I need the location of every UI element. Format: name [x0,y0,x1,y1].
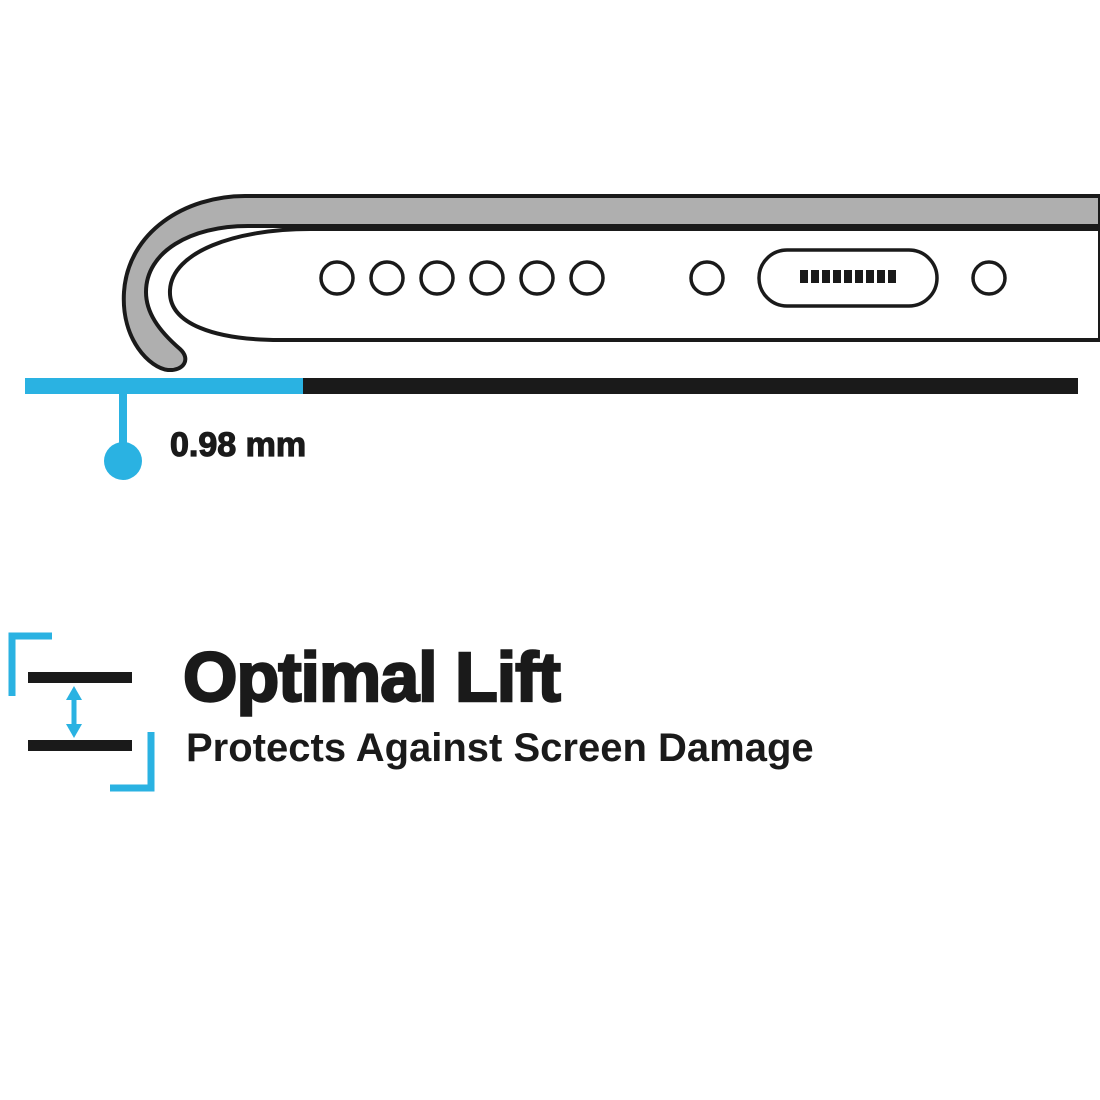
measurement-bar-case [25,378,303,394]
port-pins [800,270,896,283]
bracket-bottom-right-icon [110,732,155,792]
measurement-pointer-dot [104,442,142,480]
phone-case-illustration [25,194,1100,480]
speaker-hole [319,260,355,296]
screw-hole-right [971,260,1007,296]
case-lip [121,194,1100,373]
speaker-hole [419,260,455,296]
screw-hole-left [689,260,725,296]
charging-port-icon [757,248,939,308]
lift-bar-bottom [28,740,132,751]
double-arrow-vertical-icon [66,686,82,738]
speaker-hole [369,260,405,296]
feature-title: Optimal Lift [182,638,562,716]
phone-body [167,227,1100,342]
speaker-hole [519,260,555,296]
speaker-hole [569,260,605,296]
measurement-pointer-line [119,394,127,446]
measurement-label: 0.98 mm [169,425,307,464]
bracket-top-left-icon [8,632,52,696]
lift-bar-top [28,672,132,683]
feature-subtitle: Protects Against Screen Damage [186,726,814,770]
speaker-holes [319,260,605,296]
speaker-hole [469,260,505,296]
measurement-bar-screen [303,378,1078,394]
optimal-lift-icon [8,632,155,792]
